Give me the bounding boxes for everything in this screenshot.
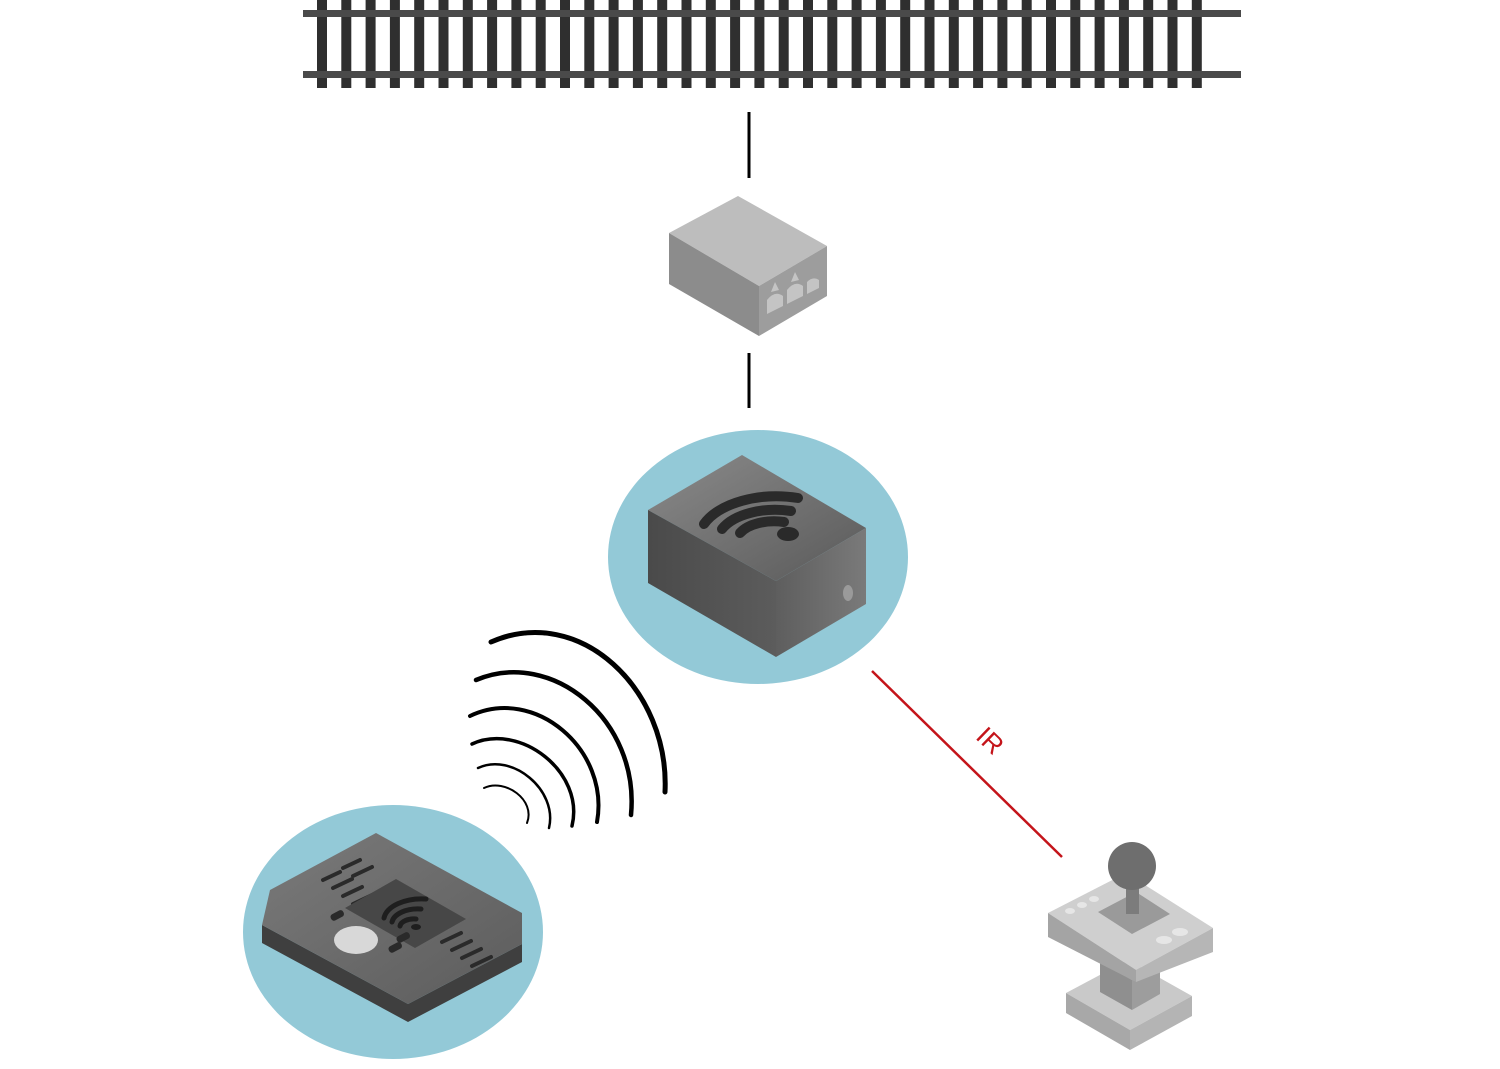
rail-bottom [303, 71, 1241, 78]
track-tie [511, 0, 522, 88]
track-tie [1094, 0, 1105, 88]
track-tie [851, 0, 862, 88]
wifi-base-station-node [608, 430, 908, 684]
track-tie [560, 0, 570, 88]
wireless-handheld-controller-icon [262, 833, 522, 1022]
track-tie [438, 0, 449, 88]
booster-port-symbols [767, 272, 819, 314]
throttle-base-left [1066, 993, 1130, 1050]
throttle-pillar-right [1132, 964, 1160, 1010]
track-tie [1021, 0, 1032, 88]
keypad-keys [330, 910, 411, 953]
track-tie [1070, 0, 1081, 88]
track-tie [997, 0, 1008, 88]
booster-box-icon [669, 196, 827, 336]
track-tie [875, 0, 886, 88]
track-tie [365, 0, 376, 88]
track-tie [317, 0, 327, 88]
wifi-base-station-icon [648, 455, 866, 657]
ir-link: IR [871, 670, 1063, 858]
track-tie [389, 0, 400, 88]
handheld-knob [334, 926, 378, 954]
track-tie [778, 0, 789, 88]
track-tie [900, 0, 911, 88]
track-tie [462, 0, 473, 88]
railway-track-icon [303, 0, 1241, 88]
track-tie [1191, 0, 1202, 88]
radio-waves-icon [468, 630, 668, 830]
wifi-symbol-icon [699, 491, 803, 538]
track-tie [1143, 0, 1154, 88]
base-top [648, 455, 866, 581]
rail-top [303, 10, 1241, 17]
ir-label: IR [970, 721, 1010, 761]
track-tie [608, 0, 619, 88]
track-tie [632, 0, 643, 88]
joystick-throttle-icon [1048, 842, 1213, 1050]
track-tie [681, 0, 692, 88]
base-left [648, 510, 776, 657]
booster-left [669, 233, 759, 336]
track-tie [1118, 0, 1129, 88]
track-tie [535, 0, 546, 88]
base-right [776, 528, 866, 657]
track-tie [341, 0, 352, 88]
wifi-dot [777, 527, 799, 541]
track-tie [1167, 0, 1178, 88]
track-tie [924, 0, 935, 88]
throttle-indicators [1065, 896, 1188, 944]
throttle-base-right [1130, 996, 1192, 1050]
track-tie [827, 0, 838, 88]
throttle-console-left [1048, 913, 1136, 982]
base-led [843, 585, 853, 601]
track-tie [730, 0, 741, 88]
track-tie [657, 0, 668, 88]
track-tie [948, 0, 959, 88]
track-tie [973, 0, 984, 88]
ir-line [871, 670, 1063, 858]
track-tie [803, 0, 813, 88]
handheld-screen [345, 879, 466, 948]
track-tie [414, 0, 425, 88]
track-tie [487, 0, 498, 88]
track-ties [317, 0, 1202, 88]
throttle-pillar-left [1100, 962, 1132, 1010]
track-tie [584, 0, 595, 88]
track-tie [754, 0, 765, 88]
throttle-lever-knob [1108, 842, 1156, 890]
track-tie [1046, 0, 1056, 88]
booster-top [669, 196, 827, 286]
handheld-side [262, 925, 522, 1022]
handheld-wifi-icon [381, 896, 429, 929]
throttle-console-right [1136, 928, 1213, 982]
handheld-wifi-dot [411, 924, 421, 930]
handheld-controller-node [243, 805, 543, 1059]
track-tie [705, 0, 716, 88]
